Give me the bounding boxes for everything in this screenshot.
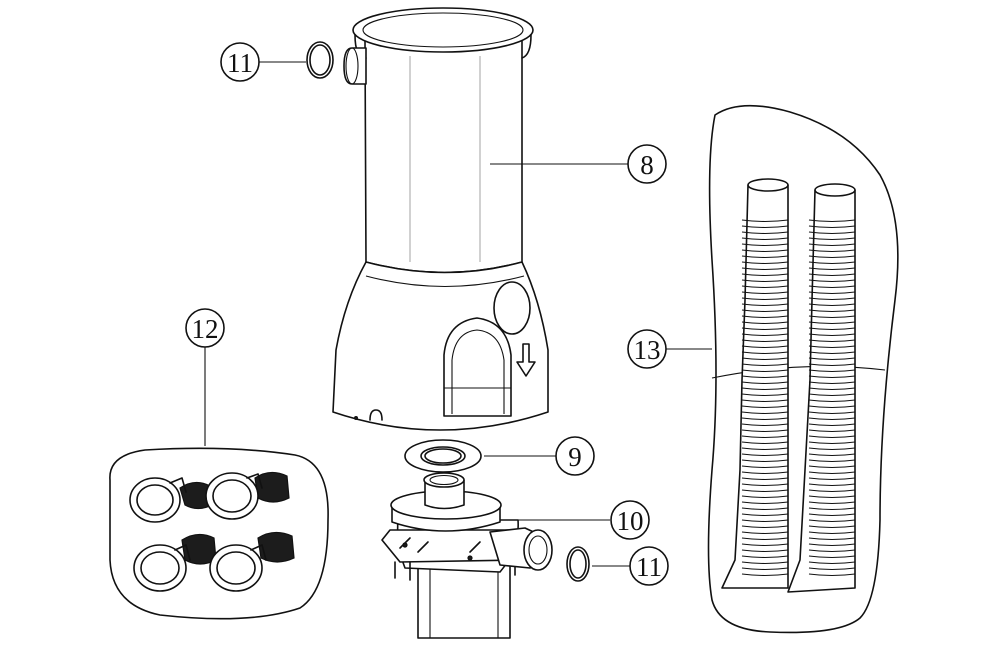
hose-a — [721, 178, 789, 589]
filter-housing — [332, 7, 549, 431]
callout-10-label: 10 — [617, 506, 644, 536]
callout-11-top-label: 11 — [227, 48, 253, 78]
callout-13: 13 — [627, 329, 667, 369]
callout-9: 9 — [555, 436, 595, 476]
hose-clamps-group — [109, 447, 329, 620]
hose-clamp-2 — [205, 471, 290, 520]
gasket — [404, 439, 482, 473]
callout-11-bottom: 11 — [629, 546, 669, 586]
callout-11-top: 11 — [220, 42, 260, 82]
callout-13-label: 13 — [634, 335, 661, 365]
pump-body — [381, 472, 553, 639]
callout-8: 8 — [627, 144, 667, 184]
callout-12-label: 12 — [192, 314, 219, 344]
callout-8-label: 8 — [640, 150, 654, 180]
hoses-group — [707, 104, 899, 634]
hose-b — [787, 183, 856, 593]
hose-clamp-3 — [133, 533, 217, 592]
callout-9-label: 9 — [568, 442, 582, 472]
hose-clamp-4 — [209, 531, 295, 592]
callout-12: 12 — [185, 308, 225, 348]
leader-lines — [204, 61, 712, 567]
callout-11-bottom-label: 11 — [636, 552, 662, 582]
o-ring-top — [306, 41, 334, 79]
callout-10: 10 — [610, 500, 650, 540]
hose-clamp-1 — [129, 477, 213, 523]
o-ring-bottom — [566, 546, 590, 582]
